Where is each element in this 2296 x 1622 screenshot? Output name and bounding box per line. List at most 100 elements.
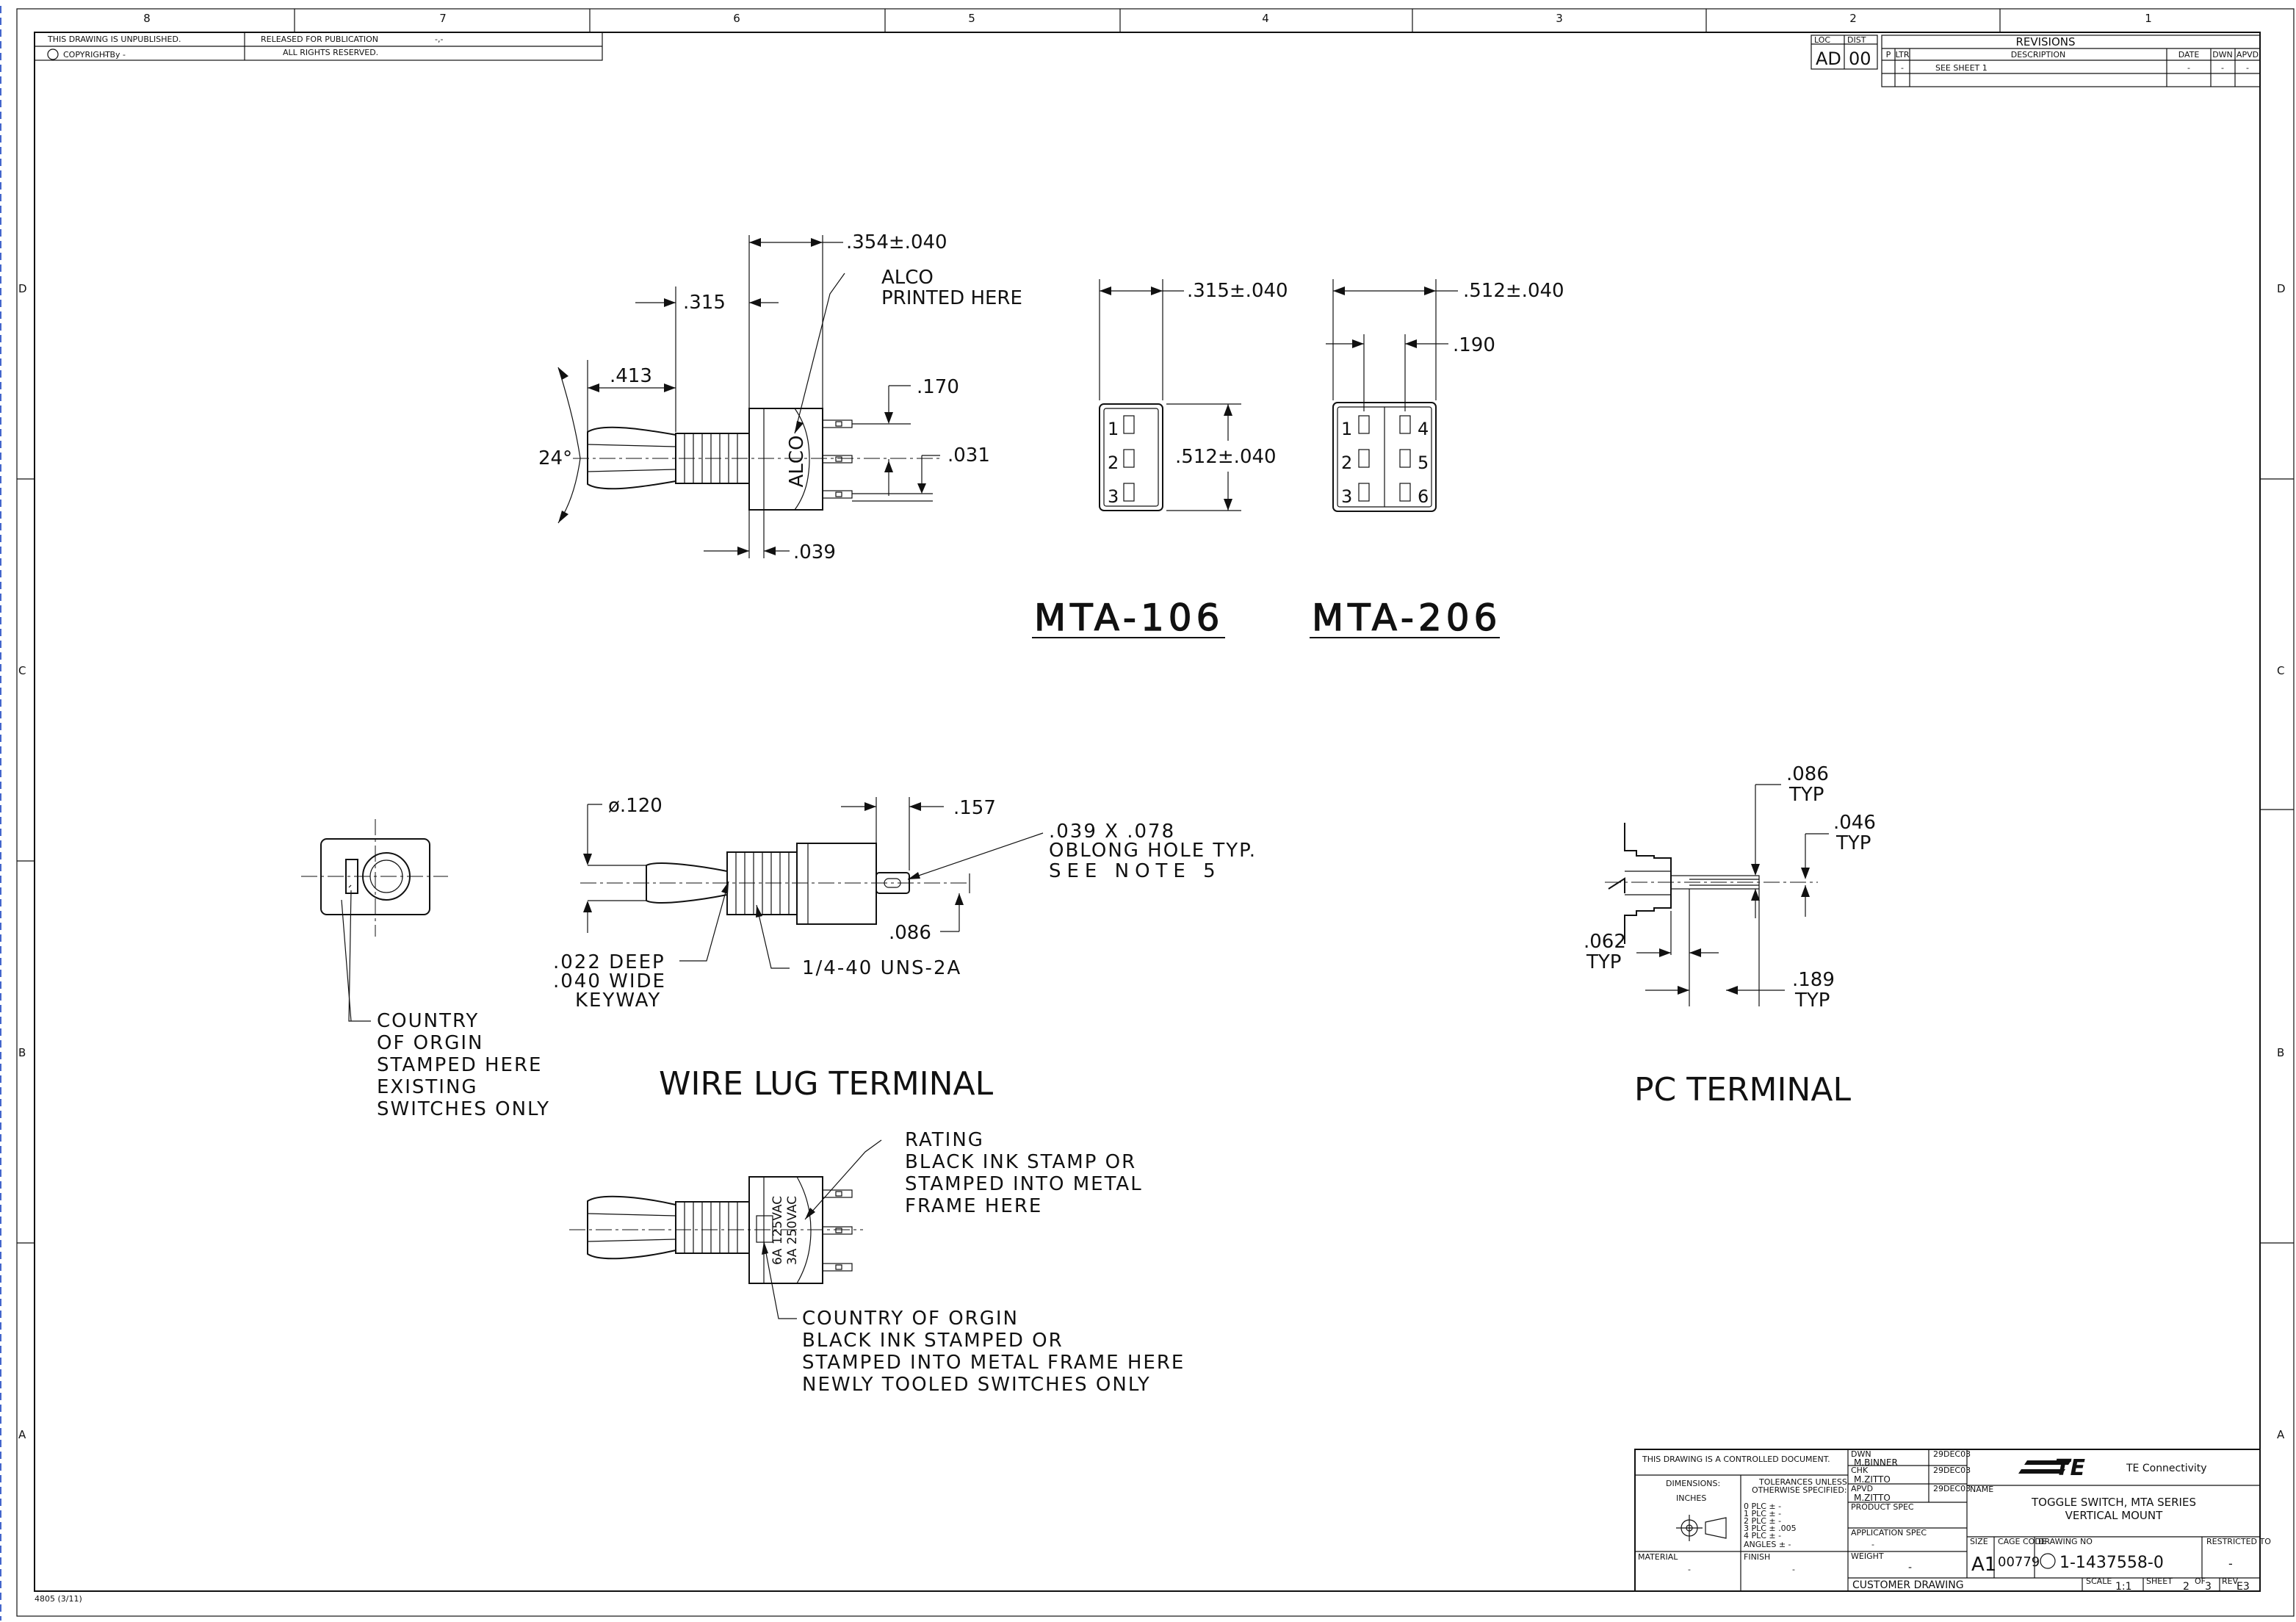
zone-top-label: 7 [439, 12, 447, 25]
dist-value: 00 [1849, 48, 1871, 69]
origin-new-note-1: COUNTRY OF ORGIN [802, 1308, 1019, 1330]
tolerances-label-2: OTHERWISE SPECIFIED: [1752, 1485, 1847, 1495]
scale-value: 1:1 [2115, 1581, 2132, 1593]
mta206-pin-6: 6 [1418, 486, 1429, 507]
mta206-dim-190: .190 [1453, 334, 1495, 356]
pc-dim-062-typ: TYP [1586, 951, 1621, 973]
rating-note-4: FRAME HERE [905, 1195, 1042, 1217]
size-value: A1 [1971, 1554, 1996, 1576]
finish-label: FINISH [1744, 1552, 1770, 1562]
rev-col-ltr: LTR [1896, 50, 1910, 60]
zone-top-label: 6 [733, 12, 740, 25]
tolerance-row: 3 PLC ± .005 [1744, 1524, 1797, 1533]
origin-note-3: STAMPED HERE [377, 1054, 542, 1076]
tolerance-row: 0 PLC ± - [1744, 1502, 1781, 1511]
sheet-label: SHEET [2146, 1576, 2173, 1586]
dwn-name: M.BINNER [1854, 1457, 1898, 1468]
keyway-note-2: .040 WIDE [553, 970, 666, 992]
sheet-number: 2 [2183, 1581, 2189, 1593]
loc-label: LOC [1814, 35, 1830, 45]
loc-value: AD [1816, 48, 1841, 69]
zone-top-label: 5 [968, 12, 975, 25]
rev-col-date: DATE [2178, 50, 2200, 60]
size-label: SIZE [1970, 1537, 1988, 1546]
zone-side-label: B [18, 1046, 26, 1059]
origin-new-note-4: NEWLY TOOLED SWITCHES ONLY [802, 1374, 1151, 1396]
dist-label: DIST [1847, 35, 1866, 45]
angle-24: 24° [538, 447, 572, 469]
rating-note-2: BLACK INK STAMP OR [905, 1151, 1136, 1173]
tolerance-row: ANGLES ± - [1744, 1540, 1791, 1549]
rev-col-apvd: APVD [2237, 50, 2259, 60]
customer-drawing-label: CUSTOMER DRAWING [1852, 1579, 1964, 1591]
origin-note-4: EXISTING [377, 1076, 478, 1098]
dim-315: .315 [683, 292, 726, 314]
form-number: 4805 (3/11) [35, 1594, 82, 1604]
keyway-note-3: KEYWAY [575, 990, 661, 1012]
rev-col-dwn: DWN [2212, 50, 2233, 60]
material-label: MATERIAL [1638, 1552, 1678, 1562]
origin-note-1: COUNTRY [377, 1010, 479, 1032]
sheet-total: 3 [2205, 1581, 2212, 1593]
dimensions-label: DIMENSIONS: [1666, 1479, 1720, 1488]
mta206-dim-width: .512±.040 [1463, 280, 1564, 302]
origin-new-note-2: BLACK INK STAMPED OR [802, 1330, 1064, 1352]
thread-spec: 1/4-40 UNS-2A [802, 957, 961, 979]
pc-terminal-view: .086 TYP .046 TYP .062 TYP .189 TYP PC T… [1584, 763, 1876, 1109]
part-name-line-2: VERTICAL MOUNT [2065, 1509, 2163, 1522]
chk-date: 29DEC03 [1933, 1466, 1971, 1475]
oblong-hole-note-3: SEE NOTE 5 [1049, 860, 1221, 882]
name-label: NAME [1970, 1485, 1993, 1494]
sheet-border [0, 6, 2295, 1621]
svg-text:TE: TE [2055, 1455, 2085, 1481]
wire-lug-label: WIRE LUG TERMINAL [659, 1065, 994, 1103]
origin-note-2: OF ORGIN [377, 1032, 483, 1054]
wire-lug-dim-157: .157 [953, 797, 996, 819]
zone-top-label: 2 [1849, 12, 1857, 25]
mta106-pin-1: 1 [1108, 419, 1119, 439]
cage-code-value: 00779 [1998, 1554, 2040, 1570]
mta106-dim-width: .315±.040 [1187, 280, 1288, 302]
apvd-date: 29DEC03 [1933, 1484, 1971, 1493]
revisions-title: REVISIONS [2015, 35, 2075, 48]
tolerances-label-1: TOLERANCES UNLESS [1758, 1477, 1847, 1487]
copyright-icon [47, 48, 59, 60]
pc-dim-189: .189 [1792, 969, 1835, 991]
zone-side-label: D [18, 282, 27, 295]
alco-label: ALCO [881, 267, 934, 289]
product-spec-label: PRODUCT SPEC [1851, 1502, 1914, 1512]
zone-labels: 8 7 6 5 4 3 2 1 D C B A D C B A [18, 12, 2286, 1441]
zone-top-label: 1 [2145, 12, 2152, 25]
copyright-by: - By - [104, 50, 126, 60]
rating-stamp-3a: 3A 250VAC [785, 1196, 800, 1265]
rating-note-3: STAMPED INTO METAL [905, 1173, 1143, 1195]
revision-block: LOC DIST AD 00 REVISIONS P LTR DESCRIPTI… [1811, 35, 2261, 87]
rev-value: E3 [2237, 1581, 2250, 1593]
title-block: THIS DRAWING IS A CONTROLLED DOCUMENT. D… [1634, 1449, 2271, 1593]
wire-lug-dim-086: .086 [889, 922, 931, 944]
tolerance-row: 1 PLC ± - [1744, 1509, 1781, 1518]
tolerance-row: 4 PLC ± - [1744, 1531, 1781, 1540]
part-name-line-1: TOGGLE SWITCH, MTA SERIES [2031, 1496, 2196, 1509]
mta106-label: MTA-106 [1034, 596, 1224, 639]
pc-dim-086-typ: TYP [1788, 784, 1824, 806]
mta106-pin-2: 2 [1108, 453, 1119, 473]
application-spec-value: - [1871, 1540, 1874, 1549]
rev-row-dwn: - [2221, 63, 2224, 73]
mta106-pin-3: 3 [1108, 486, 1119, 507]
zone-top-label: 4 [1262, 12, 1269, 25]
copyright-label: COPYRIGHT [63, 50, 110, 60]
restricted-label: RESTRICTED TO [2206, 1537, 2271, 1546]
release-by: -,- [435, 35, 443, 44]
origin-note-5: SWITCHES ONLY [377, 1098, 550, 1120]
dwn-date: 29DEC03 [1933, 1449, 1971, 1459]
rights-notice: ALL RIGHTS RESERVED. [283, 48, 378, 57]
rev-row-ltr: - [1901, 63, 1904, 73]
dim-413: .413 [610, 365, 652, 387]
pc-dim-062: .062 [1584, 931, 1626, 953]
mta106-dim-height: .512±.040 [1175, 446, 1277, 468]
dim-170: .170 [917, 376, 959, 398]
oblong-hole-note-2: OBLONG HOLE TYP. [1049, 840, 1257, 862]
mta-106-view: 1 2 3 .315±.040 .512±.040 MTA-106 [1032, 279, 1288, 640]
